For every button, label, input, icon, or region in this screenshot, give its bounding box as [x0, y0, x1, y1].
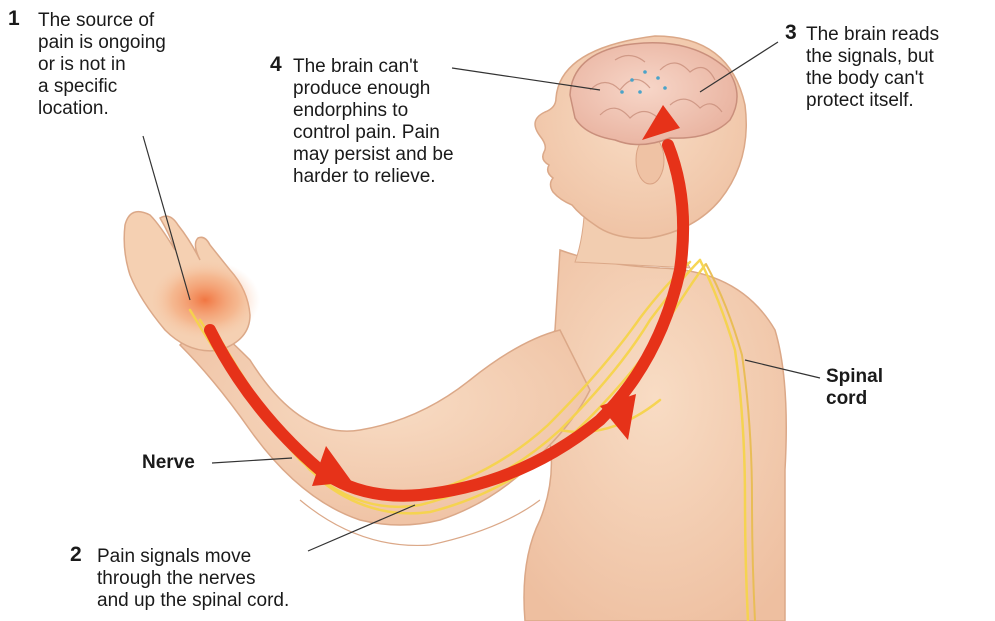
callout-4: 4 The brain can't produce enough endorph…	[270, 56, 454, 188]
callout-1: 1 The source of pain is ongoing or is no…	[8, 10, 166, 120]
callout-3-text: The brain reads the signals, but the bod…	[806, 24, 939, 112]
callout-2: 2 Pain signals move through the nerves a…	[70, 546, 289, 612]
callout-1-text: The source of pain is ongoing or is not …	[38, 10, 166, 120]
spinal-cord-label: Spinal cord	[826, 366, 883, 410]
callout-2-text: Pain signals move through the nerves and…	[97, 546, 289, 612]
callout-2-number: 2	[70, 544, 82, 566]
callout-3: 3 The brain reads the signals, but the b…	[785, 24, 939, 112]
callout-4-text: The brain can't produce enough endorphin…	[293, 56, 454, 188]
callout-3-number: 3	[785, 22, 797, 44]
callout-4-number: 4	[270, 54, 282, 76]
nerve-label: Nerve	[142, 452, 195, 474]
callout-1-number: 1	[8, 8, 20, 30]
